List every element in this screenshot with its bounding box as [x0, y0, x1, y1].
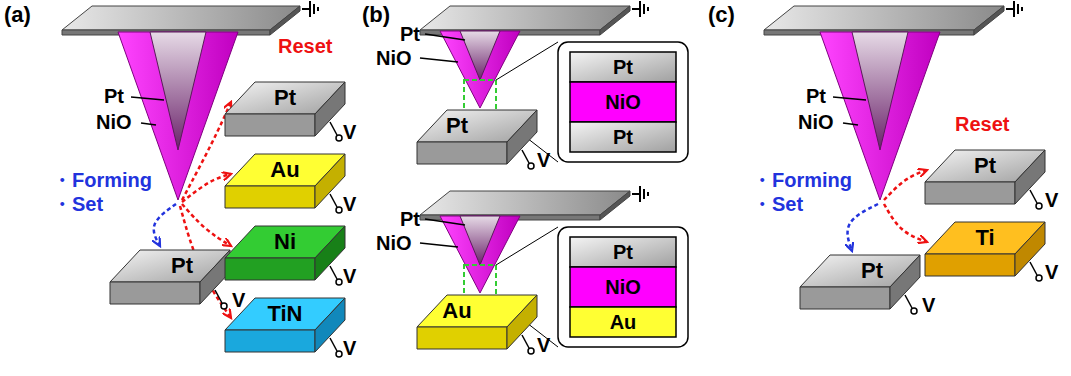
layer-box: NiO: [570, 82, 676, 122]
current-path-arrow: [182, 204, 231, 246]
material-name: Au: [270, 159, 299, 181]
material-name: Pt: [171, 255, 193, 277]
material-label: Pt: [400, 207, 420, 231]
current-path-arrow: [182, 174, 231, 202]
leader-line: [141, 123, 156, 125]
material-label: Pt: [400, 22, 420, 46]
leader-line: [420, 58, 458, 62]
voltage-label: V: [1045, 260, 1058, 284]
voltage-label: V: [343, 336, 356, 360]
material-name: TiN: [267, 303, 302, 325]
panel-letter: (b): [362, 2, 390, 28]
material-name: Au: [610, 312, 637, 332]
material-name: Pt: [861, 260, 883, 282]
material-label: NiO: [376, 231, 412, 255]
cantilever: [764, 6, 1004, 35]
electrode-block: Au: [225, 154, 345, 214]
layer-box: Au: [570, 307, 676, 337]
electrode-block: Pt: [800, 255, 920, 315]
material-name: Ni: [274, 231, 296, 253]
electrode-block: Pt: [417, 110, 537, 170]
material-label: NiO: [376, 46, 412, 70]
cantilever: [62, 6, 300, 35]
layer-box: Pt: [570, 122, 676, 152]
leader-line: [425, 34, 465, 40]
leader-line: [420, 243, 458, 247]
material-name: Pt: [274, 87, 296, 109]
leader-line: [425, 219, 465, 225]
operation-label: ・Set: [52, 192, 103, 216]
leader-line: [843, 123, 858, 125]
material-name: Pt: [613, 127, 633, 147]
material-label: NiO: [96, 110, 132, 134]
material-name: Au: [442, 300, 471, 322]
voltage-label: V: [922, 293, 935, 317]
operation-label: Reset: [955, 112, 1009, 136]
ground-symbol: [1006, 1, 1022, 17]
panel-letter: (a): [4, 2, 31, 28]
electrode-block: Pt: [925, 150, 1045, 210]
panel-letter: (c): [708, 2, 735, 28]
ground-symbol: [302, 1, 318, 17]
operation-label: ・Set: [752, 192, 803, 216]
voltage-label: V: [537, 148, 550, 172]
operation-label: Reset: [278, 34, 332, 58]
material-name: Pt: [613, 242, 633, 262]
voltage-label: V: [343, 264, 356, 288]
electrode-block: Pt: [110, 250, 230, 310]
voltage-label: V: [1045, 188, 1058, 212]
material-name: NiO: [605, 92, 641, 112]
current-path-arrow: [884, 170, 927, 200]
material-label: NiO: [798, 110, 834, 134]
electrode-block: Ni: [225, 226, 345, 286]
layer-box: NiO: [570, 267, 676, 307]
block-shape: [417, 110, 547, 174]
material-name: Pt: [974, 155, 996, 177]
material-label: Pt: [806, 84, 826, 108]
layer-box: Pt: [570, 237, 676, 267]
current-path-arrow: [154, 204, 176, 246]
afm-tip: [440, 216, 520, 293]
material-name: NiO: [605, 277, 641, 297]
ground-symbol: [632, 1, 648, 17]
material-name: Pt: [446, 115, 468, 137]
voltage-label: V: [343, 120, 356, 144]
afm-tip: [440, 31, 520, 108]
leader-line: [833, 97, 866, 100]
electrode-block: Ti: [925, 222, 1045, 282]
current-path-arrow: [884, 204, 927, 242]
leader-line: [131, 97, 164, 100]
voltage-label: V: [343, 192, 356, 216]
layer-box: Pt: [570, 52, 676, 82]
ground-symbol: [632, 186, 648, 202]
voltage-label: V: [537, 333, 550, 357]
operation-label: ・Forming: [752, 168, 852, 192]
electrode-block: Pt: [225, 82, 345, 142]
electrode-block: Au: [417, 295, 537, 355]
operation-label: ・Forming: [52, 168, 152, 192]
material-name: Pt: [613, 57, 633, 77]
current-path-arrow: [848, 204, 878, 251]
material-label: Pt: [104, 84, 124, 108]
voltage-label: V: [232, 288, 245, 312]
material-name: Ti: [975, 227, 994, 249]
block-shape: [417, 295, 547, 359]
